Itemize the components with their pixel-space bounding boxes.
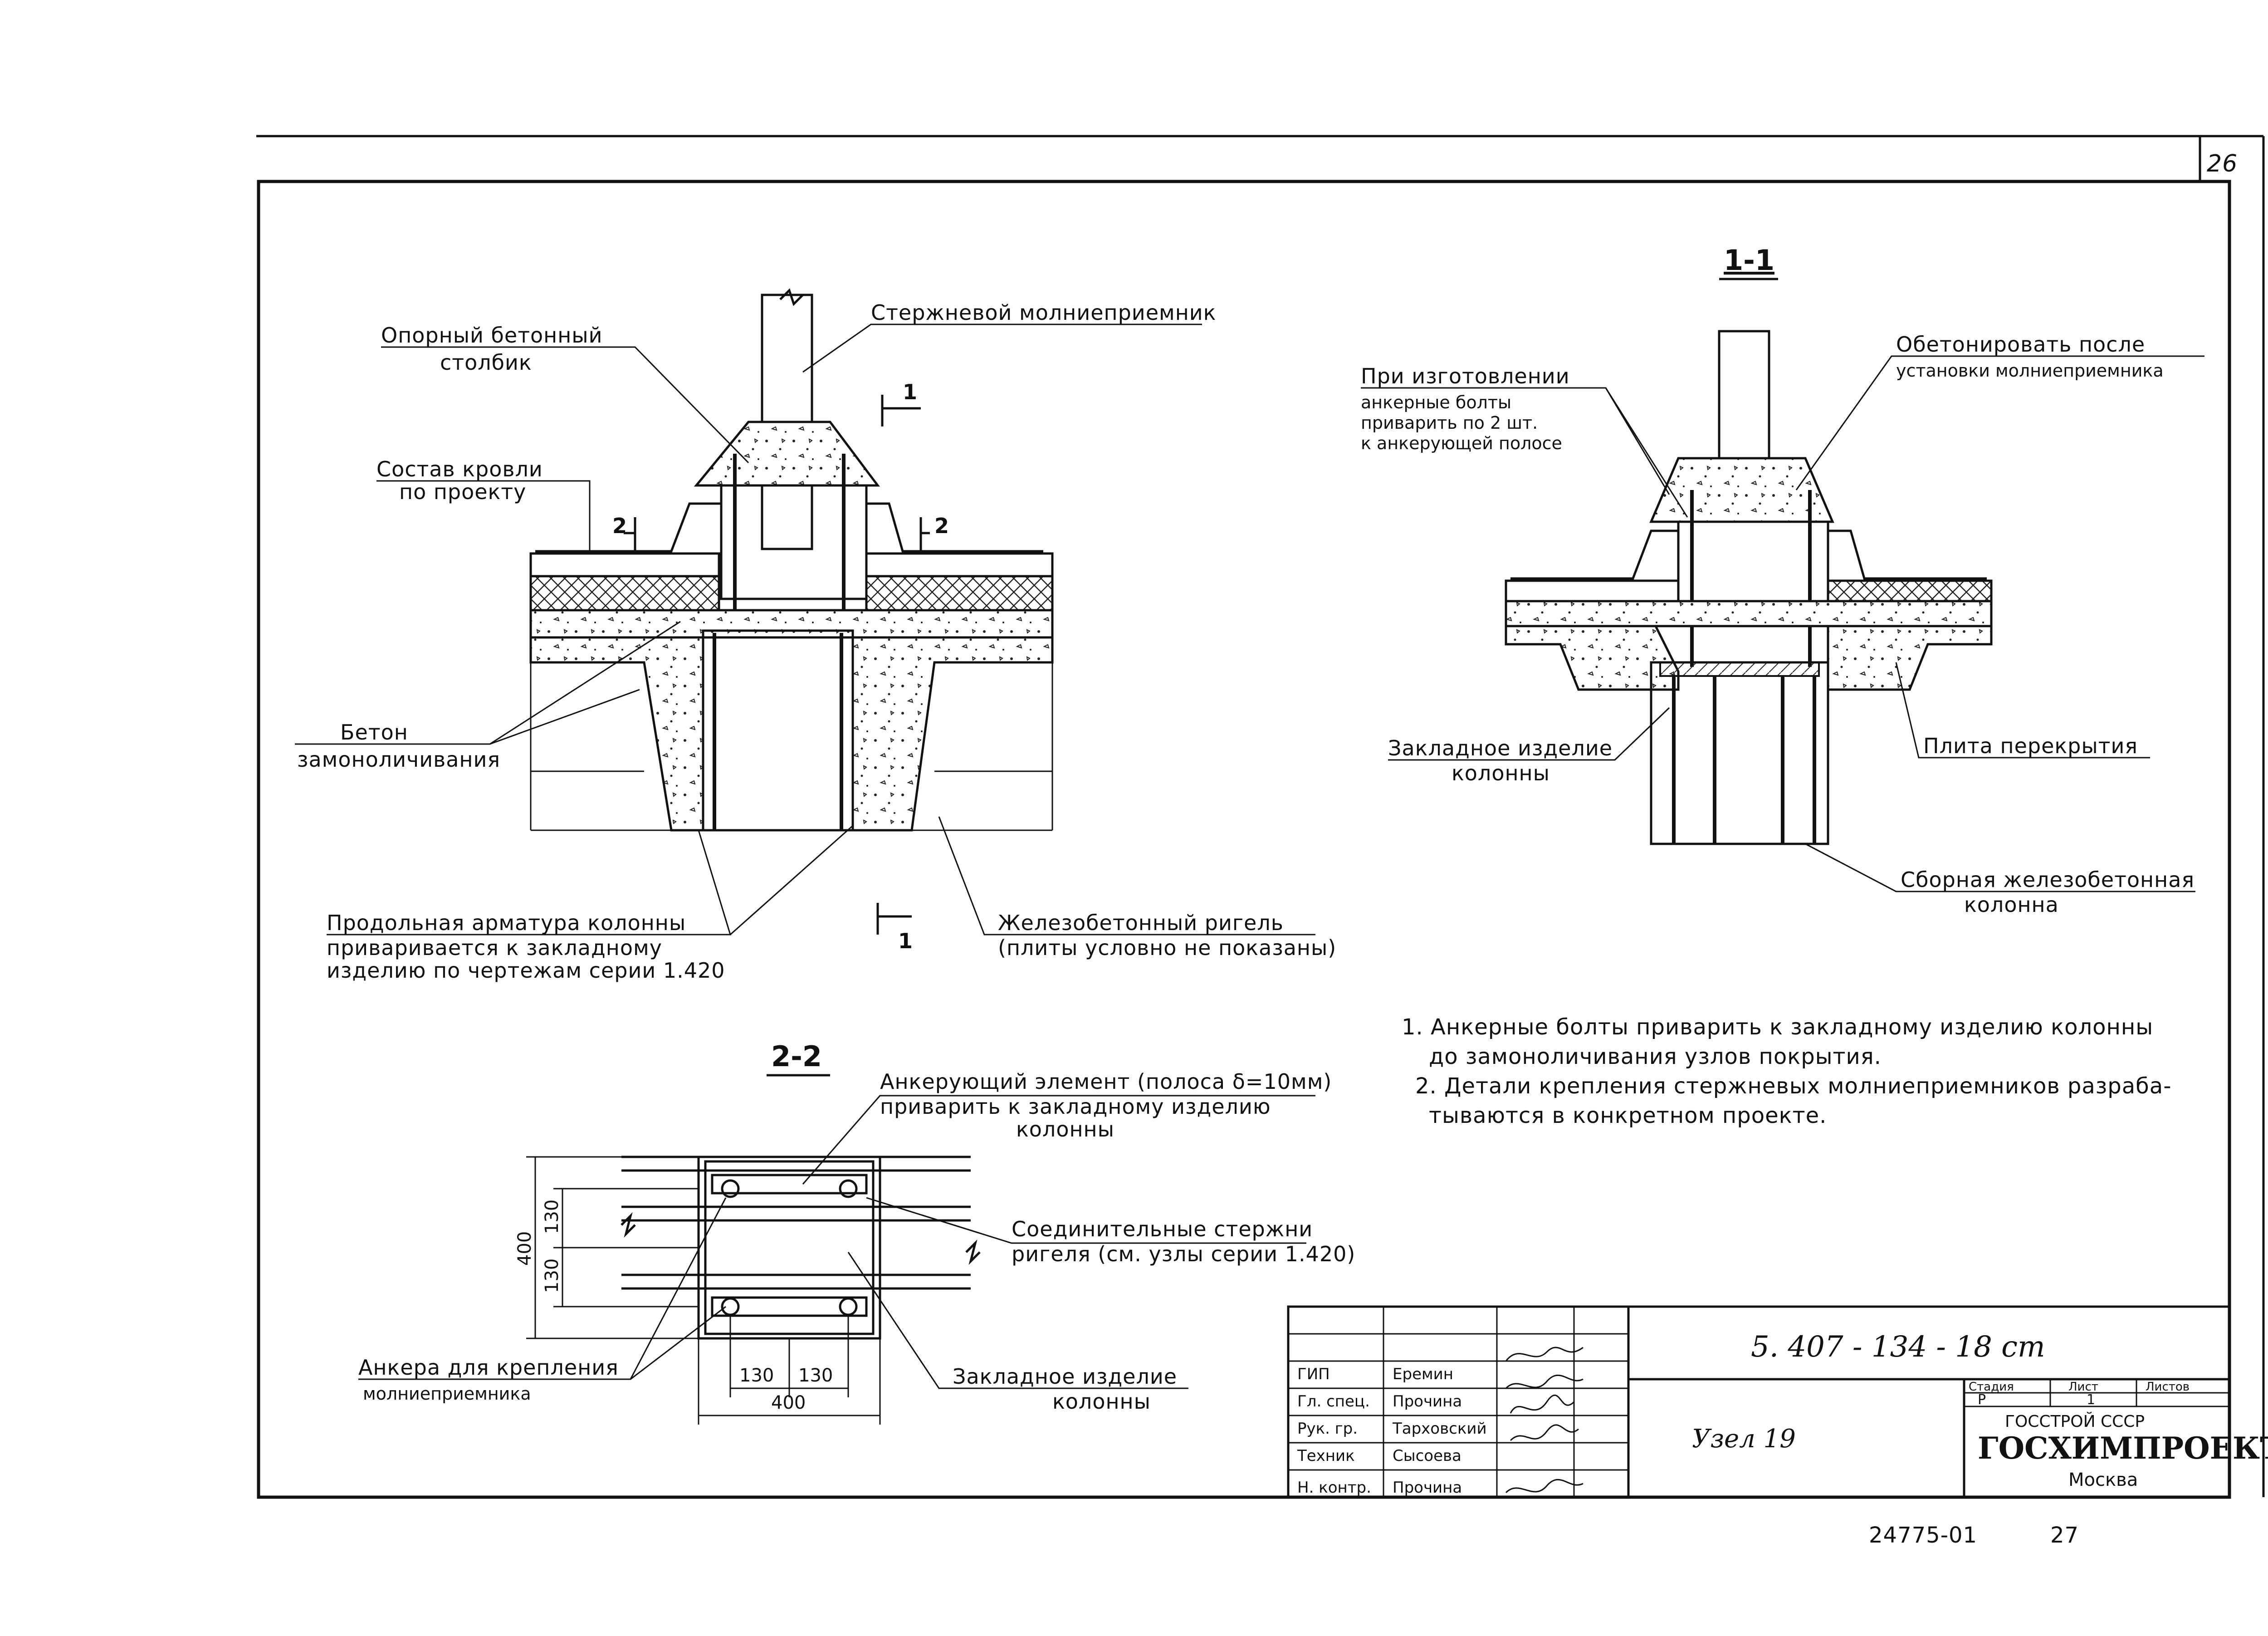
org-goskhimproekt: ГОСХИМПРОЕКТ xyxy=(1978,1430,2268,1466)
dim-130-horizontal-right: 130 xyxy=(798,1365,833,1386)
label-roof-composition: Состав кровли xyxy=(376,457,543,481)
label-long-rebar-2: привариваетcя к закладному xyxy=(327,936,662,960)
title-block: ГИП Гл. спец. Рук. гр. Техник Н. контр. … xyxy=(1287,1305,2268,1499)
label-rc-beam: Железобетонный ригель xyxy=(998,911,1284,935)
label-anchors: Анкера для крепления xyxy=(358,1355,619,1380)
label-embedded-item-22: Закладное изделие xyxy=(953,1364,1177,1389)
label-rod-lightning: Стержневой молниеприемник xyxy=(871,300,1216,325)
section-title-2-2: 2-2 xyxy=(771,1040,822,1073)
role-chief-spec: Гл. спец. xyxy=(1297,1392,1370,1411)
label-anchor-element: Анкерующий элемент (полоса δ=10мм) xyxy=(880,1069,1332,1094)
name-sysoeva: Сысоева xyxy=(1393,1447,1461,1465)
label-anchor-element-3: колонны xyxy=(1016,1117,1114,1141)
drawing-code: 5. 407 - 134 - 18 cm xyxy=(1751,1330,2045,1364)
role-technician: Техник xyxy=(1297,1447,1355,1465)
label-manufacture-3: приварить по 2 шт. xyxy=(1361,413,1538,433)
section-mark-2-right: 2 xyxy=(934,514,949,538)
label-support-post-2: столбик xyxy=(440,350,532,375)
dim-130-horizontal-left: 130 xyxy=(739,1365,774,1386)
label-rc-beam-2: (плиты условно не показаны) xyxy=(998,936,1336,960)
role-norm-control: Н. контр. xyxy=(1297,1479,1371,1497)
label-concrete-2: замоноличивания xyxy=(297,747,500,772)
dim-400-vertical: 400 xyxy=(514,1231,535,1266)
section-mark-1-bottom: 1 xyxy=(898,929,913,953)
dim-400-horizontal: 400 xyxy=(771,1392,806,1413)
node-name: Узел 19 xyxy=(1692,1424,1796,1454)
sheet-header: Лист xyxy=(2068,1380,2098,1394)
org-gosstroy: ГОССТРОЙ СССР xyxy=(2005,1412,2145,1431)
note-2: 2. Детали крепления стержневых молниепри… xyxy=(1415,1073,2172,1099)
archive-number: 24775-01 xyxy=(1869,1523,1977,1548)
dim-130-vertical-bottom: 130 xyxy=(542,1259,562,1293)
label-connecting-rods-2: ригеля (см. узлы серии 1.420) xyxy=(1012,1242,1355,1266)
dim-130-vertical-top: 130 xyxy=(542,1200,562,1234)
label-anchors-2: молниеприемника xyxy=(363,1384,531,1404)
label-long-rebar-3: изделию по чертежам серии 1.420 xyxy=(327,958,725,983)
label-anchor-element-2: приварить к закладному изделию xyxy=(880,1094,1271,1119)
section-mark-1-top: 1 xyxy=(903,380,917,404)
label-embedded-item-2: колонны xyxy=(1452,761,1550,785)
name-prochina-2: Прочина xyxy=(1393,1479,1462,1497)
role-group-head: Рук. гр. xyxy=(1297,1420,1358,1438)
name-prochina: Прочина xyxy=(1393,1392,1462,1411)
section-mark-2-left: 2 xyxy=(612,514,627,538)
label-connecting-rods: Соединительные стержни xyxy=(1012,1217,1313,1241)
label-long-rebar: Продольная арматура колонны xyxy=(327,911,686,935)
label-roof-composition-2: по проекту xyxy=(399,480,526,504)
stage-header: Стадия xyxy=(1969,1380,2014,1394)
label-support-post: Опорный бетонный xyxy=(381,323,603,348)
main-elevation: 1 1 2 2 Опорный бетонный столбик Стержне… xyxy=(295,288,1336,983)
org-moscow: Москва xyxy=(2068,1469,2138,1490)
label-embedded-item: Закладное изделие xyxy=(1388,736,1613,760)
note-2-cont: тываются в конкретном проекте. xyxy=(1429,1103,1827,1128)
note-1: 1. Анкерные болты приварить к закладному… xyxy=(1402,1014,2153,1040)
sheet-number: 26 xyxy=(2207,150,2238,177)
sheet-frame: 26 xyxy=(256,135,2265,1499)
note-1-cont: до замоноличивания узлов покрытия. xyxy=(1429,1044,1882,1069)
label-prefab-column: Сборная железобетонная xyxy=(1901,867,2195,892)
label-concrete: Бетон xyxy=(340,720,408,745)
archive-page: 27 xyxy=(2050,1523,2079,1548)
sheets-header: Листов xyxy=(2146,1380,2190,1394)
section-2-2: 2-2 400 130 130 xyxy=(358,1040,1355,1425)
sheet-number-value: 1 xyxy=(2087,1392,2095,1408)
label-manufacture-4: к анкерующей полосе xyxy=(1361,433,1562,453)
label-manufacture-2: анкерные болты xyxy=(1361,392,1511,412)
section-1-1: 1-1 При изготовлении анкерные xyxy=(1361,244,2204,917)
name-tarkhovsky: Тарховский xyxy=(1392,1420,1487,1438)
notes: 1. Анкерные болты приварить к закладному… xyxy=(1402,1014,2172,1128)
signatures xyxy=(1505,1347,1584,1494)
label-manufacture: При изготовлении xyxy=(1361,364,1570,388)
name-eremin: Еремин xyxy=(1393,1365,1453,1383)
stage-value: Р xyxy=(1978,1392,1986,1408)
label-embedded-item-22-2: колонны xyxy=(1052,1389,1151,1414)
label-concrete-after-2: установки молниеприемника xyxy=(1896,361,2164,381)
label-slab: Плита перекрытия xyxy=(1923,734,2138,758)
role-gip: ГИП xyxy=(1297,1365,1330,1383)
section-title-1-1: 1-1 xyxy=(1724,244,1774,277)
label-concrete-after: Обетонировать после xyxy=(1896,332,2145,357)
label-prefab-column-2: колонна xyxy=(1964,892,2059,917)
